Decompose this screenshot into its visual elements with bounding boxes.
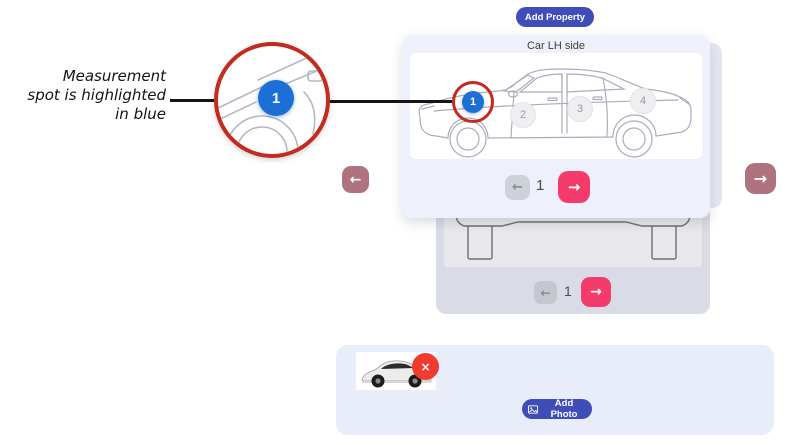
carousel-prev-button[interactable]: ← (342, 166, 369, 193)
annotation-line: spot is highlighted (27, 86, 166, 104)
add-photo-label: Add Photo (550, 398, 578, 420)
car-bottom-line-art (455, 213, 691, 260)
spot-number: 2 (519, 109, 527, 121)
card-title: Car LH side (526, 40, 586, 52)
annotation-line: Measurement (62, 67, 166, 85)
remove-photo-button[interactable]: × (412, 353, 439, 380)
car-diagram-panel: 1 2 3 4 (410, 53, 702, 159)
diagram-card-front: Car LH side (402, 35, 710, 218)
annotation-leader-line-right (328, 100, 452, 103)
back-card-page-number: 1 (564, 283, 572, 299)
main-card-prev-page-button[interactable]: ← (505, 175, 530, 200)
highlighted-spot-zoomed: 1 (258, 80, 294, 116)
annotation-line: in blue (115, 105, 166, 123)
photo-icon (528, 404, 539, 414)
magnifier-callout: 1 (214, 42, 330, 158)
diagram-card-back: ← 1 → (436, 205, 710, 314)
add-photo-button[interactable]: Add Photo (522, 398, 592, 420)
main-card-page-number: 1 (536, 177, 545, 194)
measurement-spot-4[interactable]: 4 (630, 88, 656, 114)
main-card-next-page-button[interactable]: → (558, 171, 590, 203)
annotation-text: Measurement spot is highlighted in blue (10, 67, 166, 124)
carousel-next-button[interactable]: → (745, 163, 776, 194)
annotation-leader-line-left (170, 99, 214, 102)
back-card-next-page-button[interactable]: → (581, 277, 611, 307)
spot-number: 1 (271, 89, 281, 107)
back-card-prev-page-button[interactable]: ← (534, 281, 557, 304)
photo-section: × Add Photo (336, 345, 774, 435)
measurement-spot-2[interactable]: 2 (510, 102, 536, 128)
spot-number: 4 (639, 95, 647, 107)
measurement-spot-3[interactable]: 3 (567, 96, 593, 122)
car-bottom-diagram-panel (444, 213, 702, 267)
annotation-red-circle (452, 81, 494, 123)
add-property-button[interactable]: Add Property (516, 7, 594, 27)
spot-number: 3 (576, 103, 584, 115)
